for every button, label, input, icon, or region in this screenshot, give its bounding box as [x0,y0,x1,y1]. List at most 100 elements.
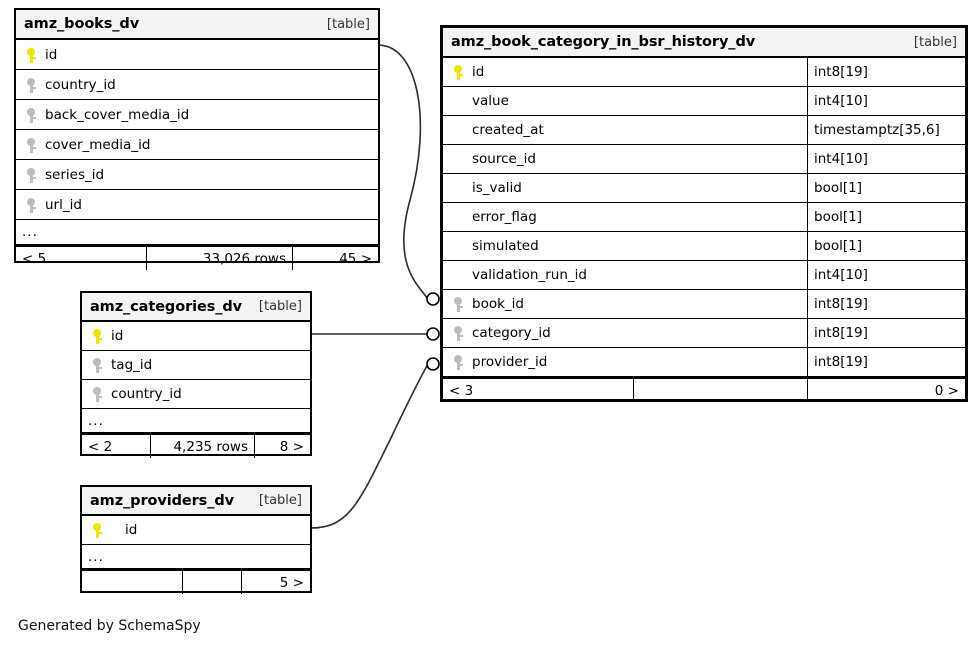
column-row-created-at[interactable]: created_at timestamptz[35,6] [443,116,965,145]
relationship-line-providers-providerid [310,363,429,529]
column-row-cover-media-id[interactable]: cover_media_id [16,130,378,160]
table-tag: [table] [326,16,370,32]
column-row-more: ... [82,545,310,569]
table-header-amz-book-category-in-bsr-history-dv: amz_book_category_in_bsr_history_dv [tab… [443,28,965,58]
foreign-key-icon [24,197,38,213]
column-row-error-flag[interactable]: error_flag bool[1] [443,203,965,232]
column-row-book-id[interactable]: book_id int8[19] [443,290,965,319]
column-row-source-id[interactable]: source_id int4[10] [443,145,965,174]
column-name: provider_id [472,354,548,370]
column-type: bool[1] [807,203,965,231]
table-footer-amz-providers-dv: 5 > [82,569,310,594]
no-key-icon [451,180,465,196]
column-row-id[interactable]: id [16,40,378,70]
no-key-icon [451,93,465,109]
column-type: bool[1] [807,232,965,260]
column-row-series-id[interactable]: series_id [16,160,378,190]
table-header-amz-providers-dv: amz_providers_dv [table] [82,487,310,516]
column-type: int8[19] [807,58,965,86]
column-name: back_cover_media_id [45,106,190,123]
table-footer-amz-books-dv: < 5 33,026 rows 45 > [16,245,378,270]
column-name: series_id [45,166,105,183]
no-key-icon [451,151,465,167]
primary-key-icon [24,47,38,63]
column-type: int4[10] [807,87,965,115]
column-name: cover_media_id [45,136,151,153]
footer-row-count: 33,026 rows [146,247,292,270]
column-name: is_valid [472,180,522,196]
table-amz-providers-dv[interactable]: amz_providers_dv [table] id ... 5 > [80,485,312,594]
column-row-tag-id[interactable]: tag_id [82,351,310,380]
column-row-id[interactable]: id [82,516,310,545]
foreign-key-icon [90,386,104,402]
column-type: int4[10] [807,145,965,173]
column-name: tag_id [111,357,153,373]
column-row-id[interactable]: id [82,322,310,351]
footer-children-count[interactable]: 0 > [807,379,965,402]
column-row-provider-id[interactable]: provider_id int8[19] [443,348,965,377]
column-row-country-id[interactable]: country_id [16,70,378,100]
column-name: simulated [472,238,539,254]
foreign-key-icon [24,77,38,93]
table-amz-categories-dv[interactable]: amz_categories_dv [table] id tag_id coun… [80,291,312,458]
foreign-key-icon [90,357,104,373]
table-amz-book-category-in-bsr-history-dv[interactable]: amz_book_category_in_bsr_history_dv [tab… [440,25,968,402]
table-name: amz_providers_dv [90,492,234,509]
column-name: value [472,93,509,109]
foreign-key-icon [451,296,465,312]
column-name: id [45,46,58,63]
column-type: int8[19] [807,290,965,318]
column-name: source_id [472,151,536,167]
column-name: error_flag [472,209,537,225]
table-name: amz_book_category_in_bsr_history_dv [451,34,756,50]
footer-children-count[interactable]: 5 > [241,571,310,594]
footer-row-count: 4,235 rows [150,435,254,458]
primary-key-icon [451,64,465,80]
column-type: int4[10] [807,261,965,289]
table-tag: [table] [258,299,302,314]
foreign-key-icon [451,325,465,341]
table-header-amz-categories-dv: amz_categories_dv [table] [82,293,310,322]
column-row-country-id[interactable]: country_id [82,380,310,409]
column-row-back-cover-media-id[interactable]: back_cover_media_id [16,100,378,130]
column-name: id [125,522,138,538]
column-row-url-id[interactable]: url_id [16,190,378,220]
column-row-is-valid[interactable]: is_valid bool[1] [443,174,965,203]
foreign-key-icon [24,107,38,123]
footer-parents-count[interactable]: < 3 [449,382,474,399]
primary-key-icon [90,328,104,344]
column-type: int8[19] [807,319,965,347]
footer-parents-count[interactable]: < 2 [88,438,113,455]
column-name: id [111,328,124,344]
column-row-value[interactable]: value int4[10] [443,87,965,116]
no-key-icon [451,267,465,283]
table-name: amz_categories_dv [90,298,243,315]
no-key-icon [451,122,465,138]
column-name: country_id [45,76,116,93]
foreign-key-icon [24,137,38,153]
footer-children-count[interactable]: 45 > [292,247,378,270]
primary-key-icon [90,522,104,538]
column-row-simulated[interactable]: simulated bool[1] [443,232,965,261]
column-row-id[interactable]: id int8[19] [443,58,965,87]
footer-parents-count[interactable]: < 5 [22,250,47,267]
table-amz-books-dv[interactable]: amz_books_dv [table] id country_id back_… [14,8,380,270]
table-footer-amz-categories-dv: < 2 4,235 rows 8 > [82,433,310,458]
column-row-category-id[interactable]: category_id int8[19] [443,319,965,348]
no-key-icon [451,209,465,225]
foreign-key-icon [451,354,465,370]
more-columns-ellipsis: ... [88,548,104,565]
column-name: created_at [472,122,544,138]
footer-children-count[interactable]: 8 > [254,435,310,458]
column-type: timestamptz[35,6] [807,116,965,144]
table-header-amz-books-dv: amz_books_dv [table] [16,10,378,40]
footer-parents-count[interactable] [82,571,182,594]
column-row-validation-run-id[interactable]: validation_run_id int4[10] [443,261,965,290]
generated-by-caption: Generated by SchemaSpy [18,618,201,634]
column-name: validation_run_id [472,267,587,283]
column-name: country_id [111,386,182,402]
foreign-key-icon [24,167,38,183]
more-columns-ellipsis: ... [88,412,104,429]
column-type: bool[1] [807,174,965,202]
